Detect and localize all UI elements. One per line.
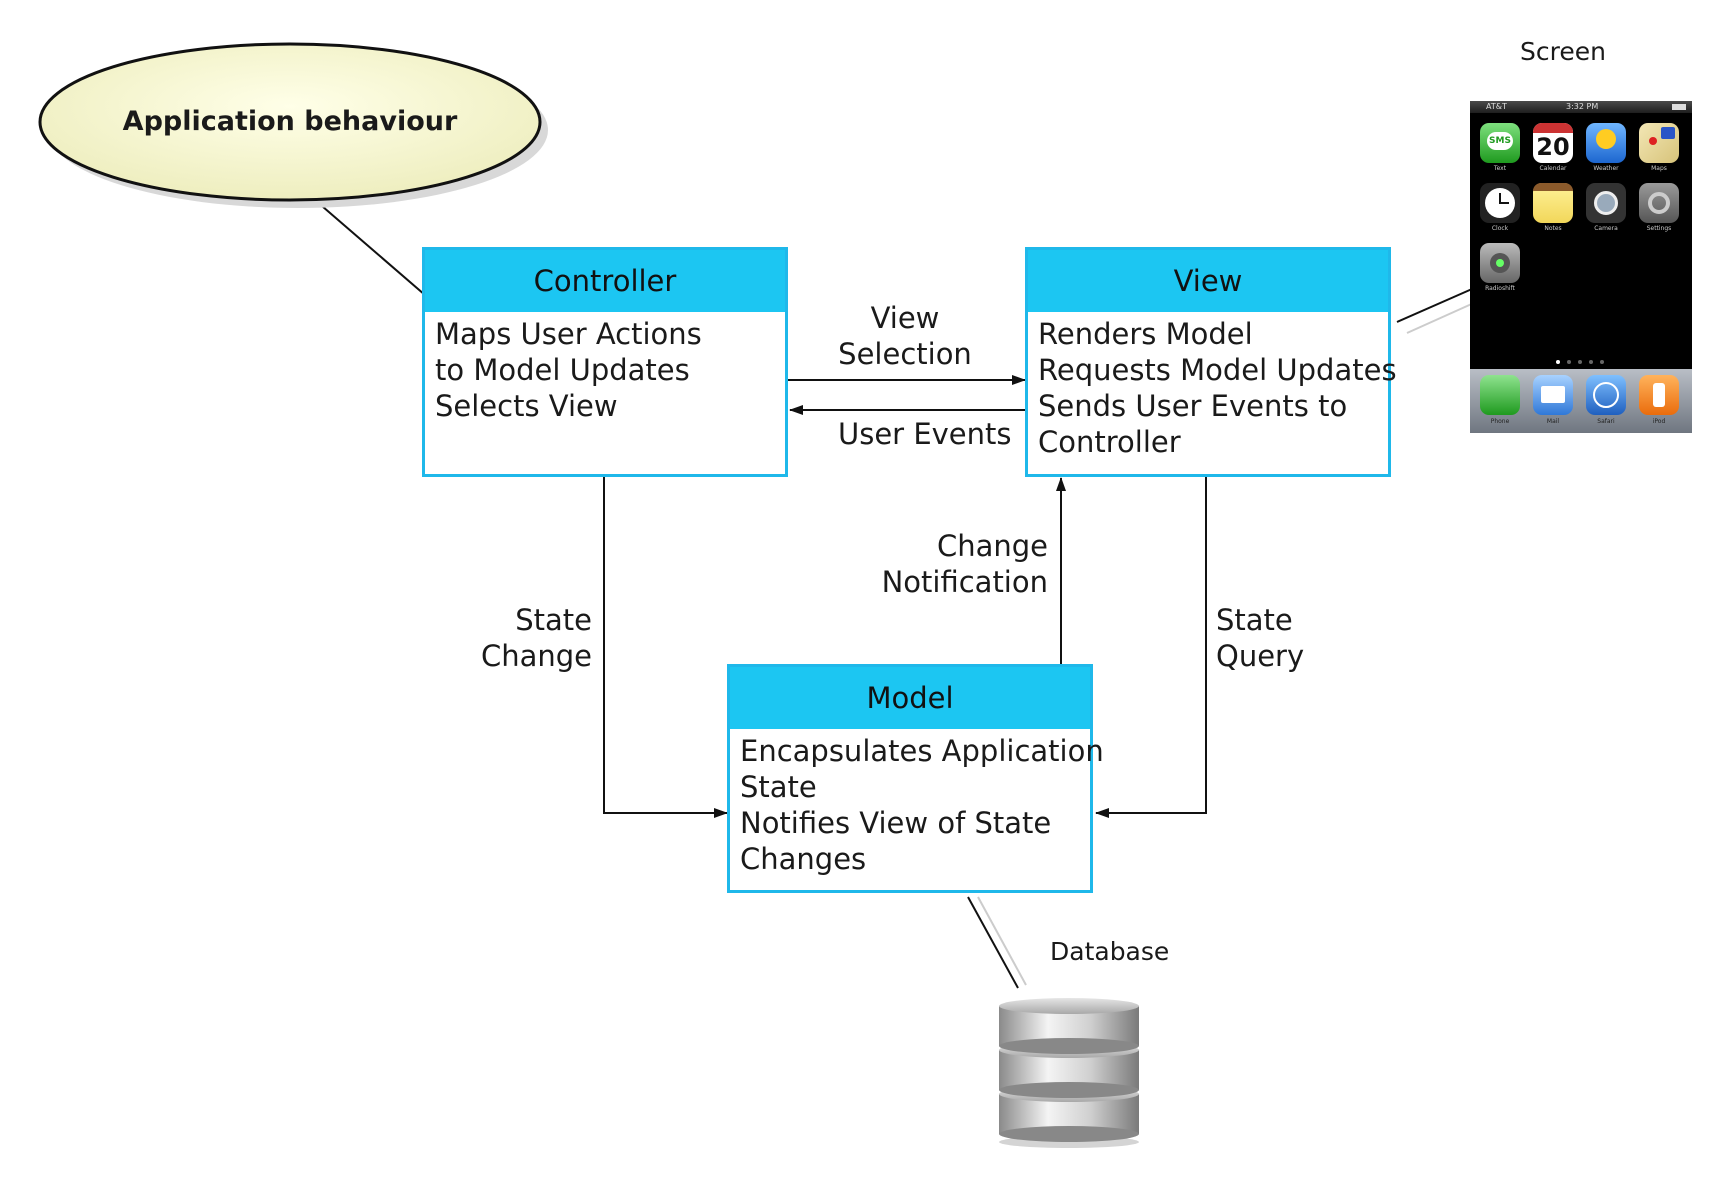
change-notification-label: Change Notification: [881, 529, 1048, 599]
dock-safari-icon: [1586, 375, 1626, 415]
page-dots: [1556, 360, 1616, 364]
view-line: Controller: [1038, 425, 1181, 459]
view-body: Renders Model Requests Model Updates Sen…: [1028, 312, 1397, 464]
view-title: View: [1028, 250, 1388, 312]
view-line: Renders Model: [1038, 317, 1253, 351]
database-pointer-line: [967, 896, 1019, 989]
app-weather-icon: [1586, 123, 1626, 163]
view-line: Sends User Events to: [1038, 389, 1348, 423]
view-line: Requests Model Updates: [1038, 353, 1397, 387]
app-radioshift-icon: [1480, 243, 1520, 283]
dock-mail-icon: [1533, 375, 1573, 415]
state-query-label: State Query: [1216, 603, 1305, 673]
app-maps-icon: [1639, 123, 1679, 163]
view-box: View Renders Model Requests Model Update…: [1025, 247, 1397, 477]
controller-line: Maps User Actions: [435, 317, 702, 351]
controller-line: Selects View: [435, 389, 618, 423]
model-line: Changes: [740, 842, 867, 876]
model-line: Notifies View of State: [740, 806, 1052, 840]
phone-status-bar: AT&T 3:32 PM: [1470, 101, 1692, 113]
model-title: Model: [730, 667, 1090, 729]
state-change-arrow: [603, 477, 728, 818]
screen-label: Screen: [1520, 37, 1606, 66]
app-camera-icon: [1586, 183, 1626, 223]
state-change-label: State Change: [480, 603, 592, 673]
model-line: State: [740, 770, 817, 804]
model-body: Encapsulates Application State Notifies …: [730, 729, 1104, 881]
controller-title: Controller: [425, 250, 785, 312]
user-events-label: User Events: [838, 417, 1012, 451]
phone-screen: AT&T 3:32 PM SMS 20: [1470, 101, 1692, 433]
view-selection-label: View Selection: [838, 301, 972, 371]
callout-pointer-line: [314, 199, 426, 296]
controller-box: Controller Maps User Actions to Model Up…: [422, 247, 788, 477]
app-notes-icon: [1533, 183, 1573, 223]
model-box: Model Encapsulates Application State Not…: [727, 664, 1104, 893]
phone-dock: Phone Mail Safari iPod: [1470, 369, 1692, 433]
app-clock-icon: [1480, 183, 1520, 223]
dock-phone-icon: [1480, 375, 1520, 415]
controller-body: Maps User Actions to Model Updates Selec…: [425, 312, 785, 428]
model-line: Encapsulates Application: [740, 734, 1104, 768]
app-text-icon: SMS: [1480, 123, 1520, 163]
state-query-arrow: [1095, 477, 1207, 818]
app-settings-icon: [1639, 183, 1679, 223]
dock-ipod-icon: [1639, 375, 1679, 415]
callout-text: Application behaviour: [122, 106, 458, 137]
screen-pointer-line: [1396, 288, 1473, 323]
controller-line: to Model Updates: [435, 353, 690, 387]
database-label: Database: [1050, 937, 1170, 966]
app-calendar-icon: 20: [1533, 123, 1573, 163]
